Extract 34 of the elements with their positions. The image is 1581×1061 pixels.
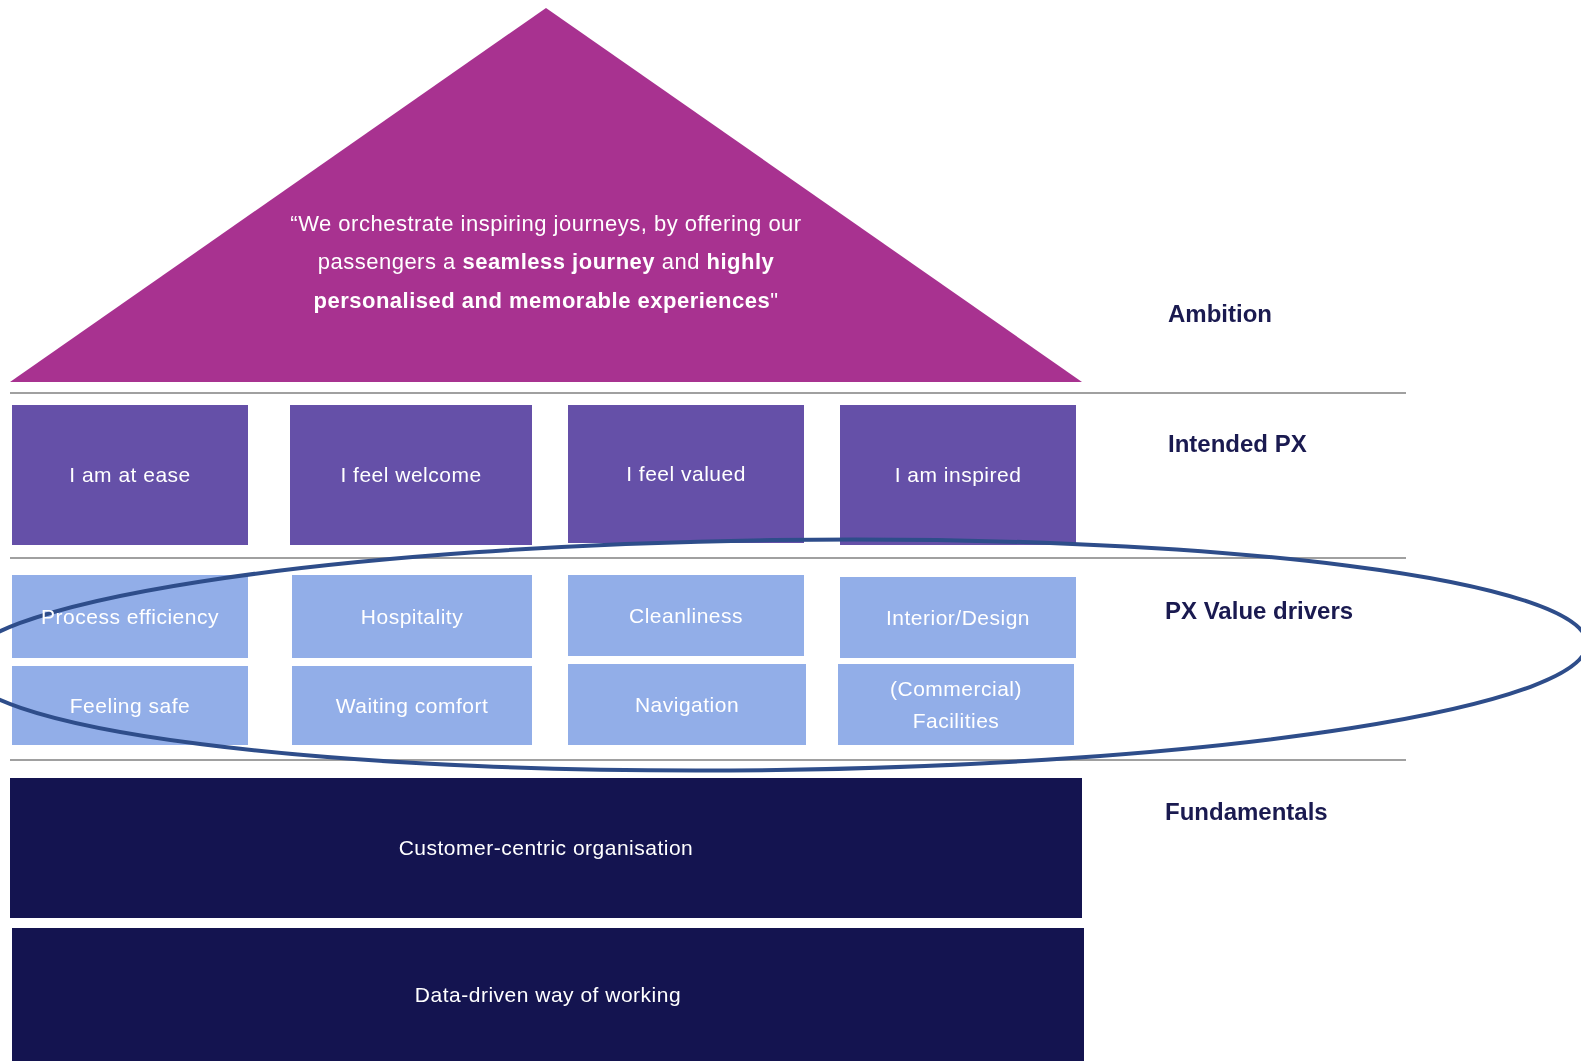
- foundation-block: [12, 928, 1084, 1061]
- roof-triangle: [10, 8, 1082, 382]
- value-driver-box: [12, 666, 248, 745]
- value-driver-box: [292, 666, 532, 745]
- layer-label: Fundamentals: [1165, 798, 1328, 826]
- box-label: I am inspired: [894, 462, 1022, 489]
- box-label: (Commercial) Facilities: [889, 676, 1023, 734]
- value-driver-box: [568, 575, 804, 656]
- mission-statement: “We orchestrate inspiring journeys, by offering our passengers a seamless journey and highly personalised and memorable experiences": [289, 209, 803, 315]
- value-driver-box: [568, 664, 806, 745]
- box-label: Customer-centric organisation: [398, 835, 694, 862]
- box-label: Interior/Design: [885, 604, 1031, 631]
- experience-box: [568, 405, 804, 543]
- box-label: Hospitality: [360, 603, 464, 630]
- box-label: I feel valued: [626, 461, 746, 488]
- box-label: Waiting comfort: [335, 692, 489, 719]
- box-label: Feeling safe: [69, 692, 191, 719]
- value-driver-box: [838, 664, 1074, 745]
- value-driver-box: [292, 575, 532, 658]
- box-label: Cleanliness: [628, 602, 744, 629]
- layer-label: Ambition: [1168, 300, 1272, 328]
- foundation-block: [10, 778, 1082, 918]
- box-label: Process efficiency: [41, 603, 219, 630]
- box-label: I am at ease: [69, 462, 191, 489]
- layer-label: PX Value drivers: [1165, 597, 1354, 625]
- box-label: I feel welcome: [340, 462, 482, 489]
- value-driver-box: [12, 575, 248, 658]
- box-label: Navigation: [634, 691, 740, 718]
- box-label: Data-driven way of working: [414, 981, 682, 1008]
- layer-label: Intended PX: [1168, 430, 1307, 458]
- experience-box: [840, 405, 1076, 545]
- value-driver-box: [840, 577, 1076, 658]
- experience-box: [12, 405, 248, 545]
- experience-box: [290, 405, 532, 545]
